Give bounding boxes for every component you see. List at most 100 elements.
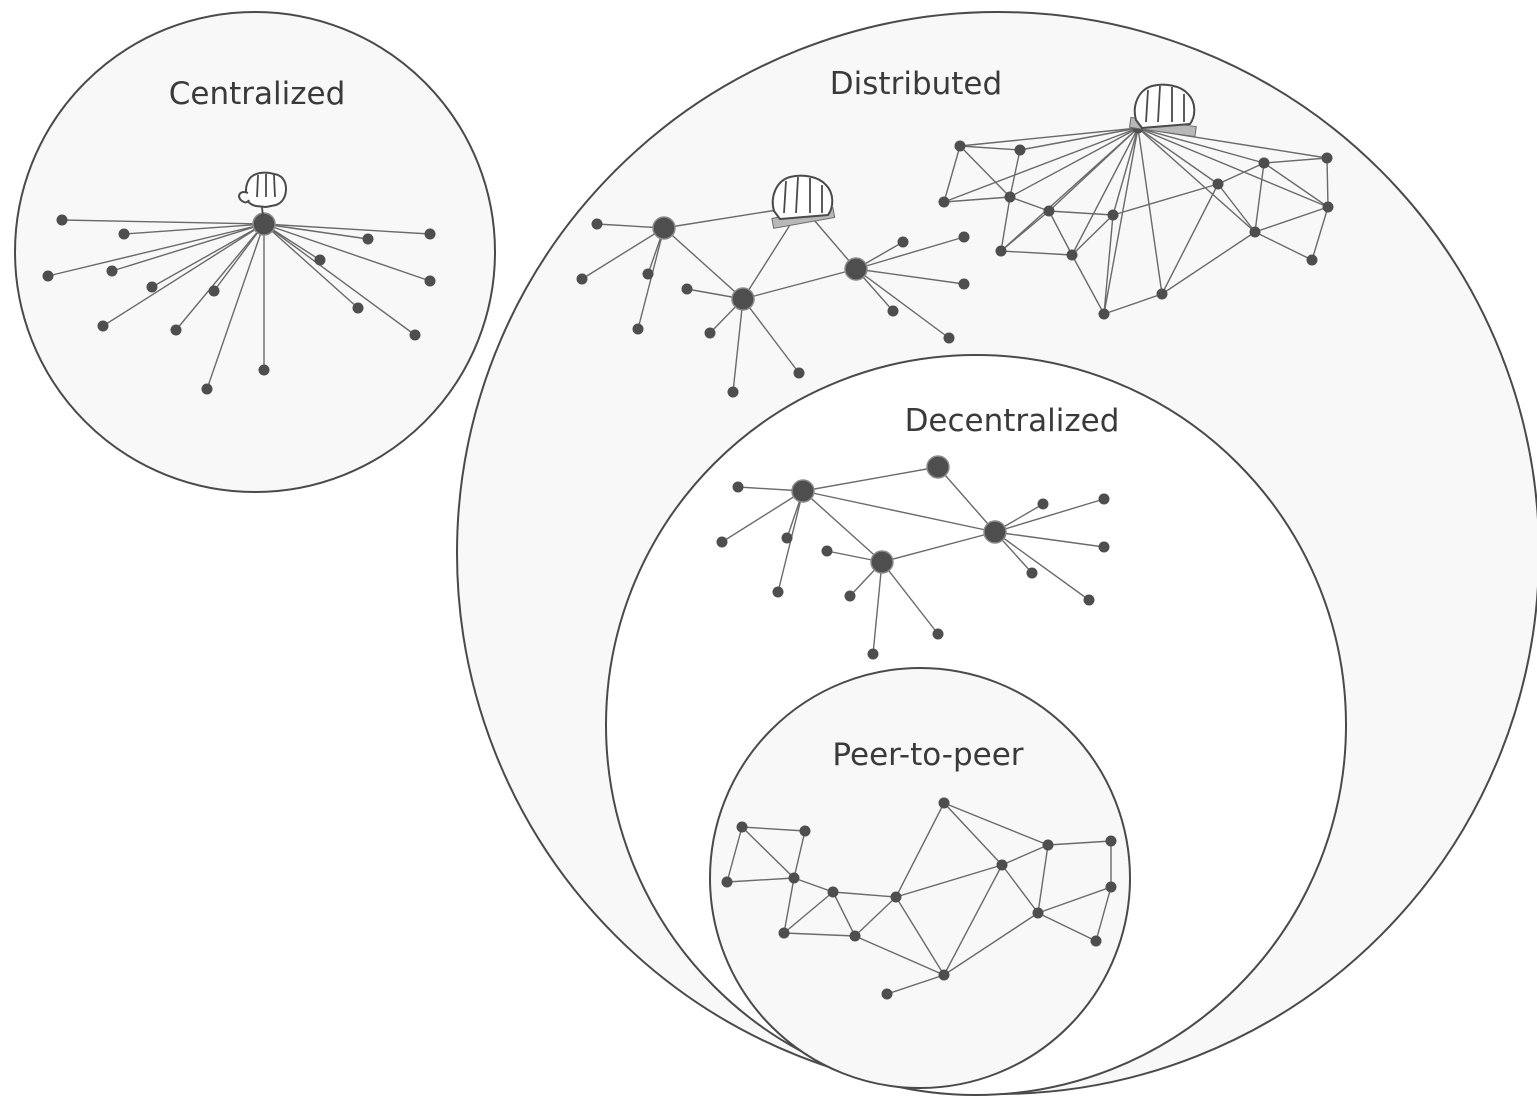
decentralized-hub-node <box>870 550 894 574</box>
centralized-edge <box>47 223 265 277</box>
distributed-node <box>897 236 909 248</box>
peer-to-peer-edge <box>1001 844 1049 866</box>
distributed-edge <box>1048 210 1114 216</box>
distributed-edge <box>732 298 744 393</box>
distributed-node <box>1014 144 1026 156</box>
peer-to-peer-node <box>1105 881 1117 893</box>
centralized-edge <box>263 223 369 240</box>
distributed-node <box>1321 152 1333 164</box>
peer-to-peer-edge <box>1037 886 1112 914</box>
decentralized-node <box>844 590 856 602</box>
centralized-edge <box>213 223 265 292</box>
centralized-edge <box>263 223 416 336</box>
centralized-node <box>208 285 220 297</box>
centralized-node <box>170 324 182 336</box>
distributed-edge <box>1009 127 1139 198</box>
distributed-edge <box>1254 206 1329 233</box>
peer-to-peer-edge <box>793 877 834 893</box>
centralized-edge <box>151 223 265 288</box>
centralized-edge <box>263 223 359 309</box>
decentralized-edge <box>994 531 1105 548</box>
distributed-edge <box>1009 149 1021 198</box>
centralized-edge <box>102 223 265 327</box>
distributed-node <box>958 231 970 243</box>
distributed-edge <box>1137 127 1219 185</box>
distributed-edge <box>1112 183 1219 216</box>
decentralized-edge <box>881 531 996 563</box>
centralized-label: Centralized <box>169 76 346 112</box>
distributed-node <box>1004 191 1016 203</box>
distributed-edge <box>855 268 965 285</box>
peer-to-peer-edge <box>854 935 945 976</box>
distributed-edge <box>943 127 1139 203</box>
distributed-edge <box>855 268 950 339</box>
peer-to-peer-node <box>1105 835 1117 847</box>
peer-to-peer-node <box>788 872 800 884</box>
decentralized-hub-node <box>791 479 815 503</box>
decentralized-node <box>772 586 784 598</box>
peer-to-peer-edge <box>895 802 945 898</box>
distributed-node <box>1212 178 1224 190</box>
distributed-edge <box>1000 196 1011 252</box>
centralized-node <box>201 383 213 395</box>
peer-to-peer-edge <box>793 830 806 879</box>
distributed-hub-node <box>652 216 676 240</box>
decentralized-edge <box>994 531 1090 601</box>
distributed-edge <box>1254 162 1265 233</box>
peer-to-peer-edge <box>726 826 743 883</box>
decentralized-node <box>781 532 793 544</box>
distributed-edge <box>1263 157 1328 164</box>
distributed-edge <box>1311 206 1329 261</box>
distributed-label: Distributed <box>830 66 1002 102</box>
distributed-edge <box>1103 214 1114 315</box>
peer-to-peer-edge <box>943 802 1003 866</box>
centralized-node <box>56 214 68 226</box>
decentralized-node <box>932 628 944 640</box>
distributed-edge <box>1071 254 1105 315</box>
centralized-node <box>97 320 109 332</box>
decentralized-hub-node <box>926 455 950 479</box>
distributed-edge <box>1103 293 1163 315</box>
distributed-edge <box>1071 127 1139 256</box>
distributed-edge <box>1048 210 1073 256</box>
distributed-edge <box>1161 231 1256 295</box>
peer-to-peer-edge <box>1095 886 1112 942</box>
distributed-edge <box>1254 231 1313 261</box>
distributed-node <box>576 273 588 285</box>
decentralized-node <box>716 536 728 548</box>
distributed-node <box>954 140 966 152</box>
centralized-node <box>424 228 436 240</box>
decentralized-node <box>867 648 879 660</box>
peer-to-peer-edge <box>783 932 856 937</box>
decentralized-node <box>1026 567 1038 579</box>
centralized-node <box>362 233 374 245</box>
distributed-edge <box>1217 183 1256 233</box>
distributed-edge <box>943 196 1011 203</box>
peer-to-peer-node <box>721 876 733 888</box>
peer-to-peer-node <box>881 988 893 1000</box>
peer-to-peer-edge <box>741 826 795 879</box>
distributed-node <box>793 367 805 379</box>
peer-to-peer-node <box>736 821 748 833</box>
peer-to-peer-node <box>1032 907 1044 919</box>
distributed-node <box>1156 288 1168 300</box>
distributed-edge <box>959 127 1139 147</box>
peer-to-peer-edge <box>783 877 795 934</box>
distributed-node <box>642 268 654 280</box>
centralized-edge <box>263 223 431 235</box>
peer-to-peer-node <box>890 891 902 903</box>
distributed-node <box>995 245 1007 257</box>
decentralized-edge <box>872 561 883 655</box>
peer-to-peer-edge <box>783 891 834 934</box>
centralized-edge <box>61 219 265 225</box>
distributed-node <box>938 196 950 208</box>
distributed-node <box>727 386 739 398</box>
distributed-node <box>1098 308 1110 320</box>
decentralized-network <box>716 455 1110 660</box>
peer-to-peer-edge <box>854 896 897 937</box>
distributed-node <box>1066 249 1078 261</box>
distributed-node <box>1249 226 1261 238</box>
distributed-node <box>704 327 716 339</box>
centralized-node <box>352 302 364 314</box>
distributed-node <box>1322 201 1334 213</box>
